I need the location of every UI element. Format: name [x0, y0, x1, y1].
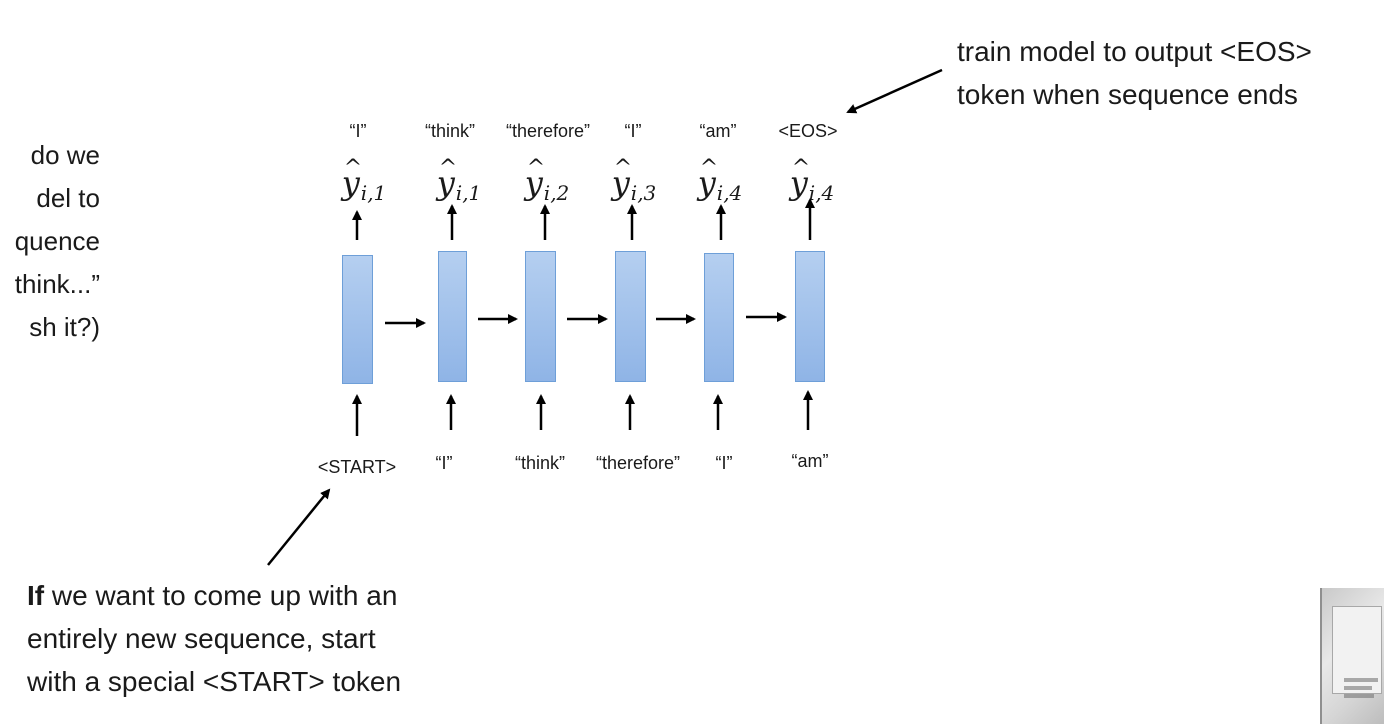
- hat-glyph: ^: [699, 156, 719, 181]
- left-question-line: del to: [36, 183, 100, 213]
- yhat-base: y: [436, 164, 455, 202]
- start-annotation-line3: with a special <START> token: [27, 666, 402, 697]
- yhat-subscript: i,2: [543, 181, 570, 205]
- left-question-text: do we del to quence think...” sh it?): [0, 134, 100, 349]
- yhat-base: y: [524, 164, 543, 202]
- eos-annotation-line1: train model to output <EOS>: [957, 36, 1312, 67]
- rnn-cell-1: [342, 255, 373, 384]
- hat-glyph: ^: [526, 156, 546, 181]
- input-token-3: “think”: [514, 453, 566, 473]
- left-question-line: think...”: [14, 269, 100, 299]
- thumbnail-mark: [1344, 678, 1378, 682]
- input-token-2: “I”: [435, 453, 453, 473]
- yhat-base: y: [697, 164, 716, 202]
- yhat-subscript: i,3: [630, 181, 657, 205]
- input-token-1: <START>: [317, 457, 397, 477]
- yhat-subscript: i,1: [455, 181, 482, 205]
- output-token-1: “I”: [349, 121, 367, 141]
- start-annotation-line1: If we want to come up with an: [27, 574, 401, 617]
- yhat-label-1: ^yi,1: [341, 156, 387, 210]
- output-token-4: “I”: [624, 121, 642, 141]
- yhat-base: y: [341, 164, 360, 202]
- eos-pointer-arrow: [846, 68, 943, 114]
- start-annotation: If we want to come up with an entirely n…: [27, 574, 401, 703]
- yhat-label-3: ^yi,2: [524, 156, 570, 210]
- rnn-cell-5: [704, 253, 734, 382]
- rnn-cell-4: [615, 251, 646, 382]
- input-token-4: “therefore”: [595, 453, 681, 473]
- yhat-label-2: ^yi,1: [436, 156, 482, 210]
- rnn-cell-2: [438, 251, 467, 382]
- eos-annotation-line2: token when sequence ends: [957, 79, 1298, 110]
- yhat-subscript: i,1: [360, 181, 387, 205]
- eos-annotation: train model to output <EOS> token when s…: [957, 30, 1312, 116]
- left-question-line: sh it?): [29, 312, 100, 342]
- start-annotation-bold: If: [27, 580, 45, 611]
- hat-glyph: ^: [438, 156, 458, 181]
- yhat-label-6: ^yi,4: [789, 156, 835, 210]
- yhat-subscript: i,4: [716, 181, 743, 205]
- start-annotation-line1-rest: we want to come up with an: [44, 580, 398, 611]
- output-token-3: “therefore”: [505, 121, 591, 141]
- start-annotation-line2: entirely new sequence, start: [27, 623, 376, 654]
- yhat-base: y: [611, 164, 630, 202]
- output-token-6: <EOS>: [778, 121, 838, 141]
- output-token-2: “think”: [424, 121, 476, 141]
- input-token-5: “I”: [715, 453, 733, 473]
- hat-glyph: ^: [613, 156, 633, 181]
- left-question-line: do we: [30, 140, 100, 170]
- left-question-line: quence: [14, 226, 100, 256]
- thumbnail-mark: [1344, 686, 1372, 690]
- output-token-5: “am”: [699, 121, 737, 141]
- presenter-video-thumbnail: [1320, 588, 1384, 724]
- yhat-base: y: [789, 164, 808, 202]
- start-pointer-arrow: [267, 488, 331, 566]
- hat-glyph: ^: [343, 156, 363, 181]
- yhat-label-5: ^yi,4: [697, 156, 743, 210]
- hat-glyph: ^: [791, 156, 811, 181]
- rnn-cell-6: [795, 251, 825, 382]
- input-token-6: “am”: [791, 451, 829, 471]
- rnn-cell-3: [525, 251, 556, 382]
- thumbnail-mark: [1344, 694, 1374, 698]
- yhat-label-4: ^yi,3: [611, 156, 657, 210]
